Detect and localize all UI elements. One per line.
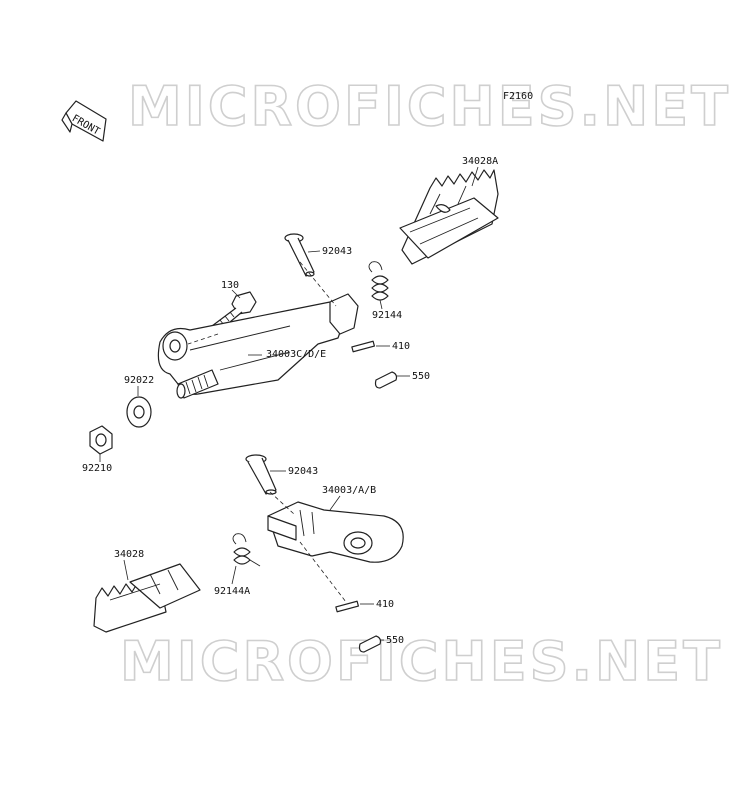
- nut-92210: [89, 425, 113, 455]
- cotter-pin-410-top: [351, 340, 376, 353]
- clip-550-bottom: [358, 635, 382, 653]
- label-410-bottom: 410: [376, 599, 394, 610]
- label-34003ab: 34003/A/B: [322, 485, 376, 496]
- bracket-34003ab: [267, 501, 404, 563]
- label-550-bottom: 550: [386, 635, 404, 646]
- label-92144: 92144: [372, 310, 402, 321]
- pivot-shaft: [176, 369, 219, 399]
- pin-92043-bottom: [245, 454, 277, 495]
- label-92043-top: 92043: [322, 246, 352, 257]
- label-550-top: 550: [412, 371, 430, 382]
- label-34028: 34028: [114, 549, 144, 560]
- figure-code: F2160: [503, 91, 533, 102]
- footpeg-34028: [93, 563, 201, 633]
- washer-92022: [126, 396, 152, 428]
- label-410-top: 410: [392, 341, 410, 352]
- footpeg-34028a: [399, 169, 499, 265]
- spring-92144a: [232, 533, 261, 567]
- label-130: 130: [221, 280, 239, 291]
- watermark-bottom: MICROFICHES.NET: [120, 630, 723, 693]
- spring-92144: [368, 261, 389, 301]
- watermark-top: MICROFICHES.NET: [128, 75, 731, 138]
- label-34028a: 34028A: [462, 156, 498, 167]
- label-34003cde: 34003C/D/E: [266, 349, 326, 360]
- label-92144a: 92144A: [214, 586, 250, 597]
- front-arrow-icon: FRONT: [61, 100, 107, 142]
- pin-92043-top: [284, 233, 315, 277]
- label-92043-bottom: 92043: [288, 466, 318, 477]
- clip-550-top: [374, 371, 398, 389]
- cotter-pin-410-bottom: [335, 600, 360, 613]
- brake-pedal-34003cde: [157, 293, 359, 395]
- label-92022: 92022: [124, 375, 154, 386]
- label-92210: 92210: [82, 463, 112, 474]
